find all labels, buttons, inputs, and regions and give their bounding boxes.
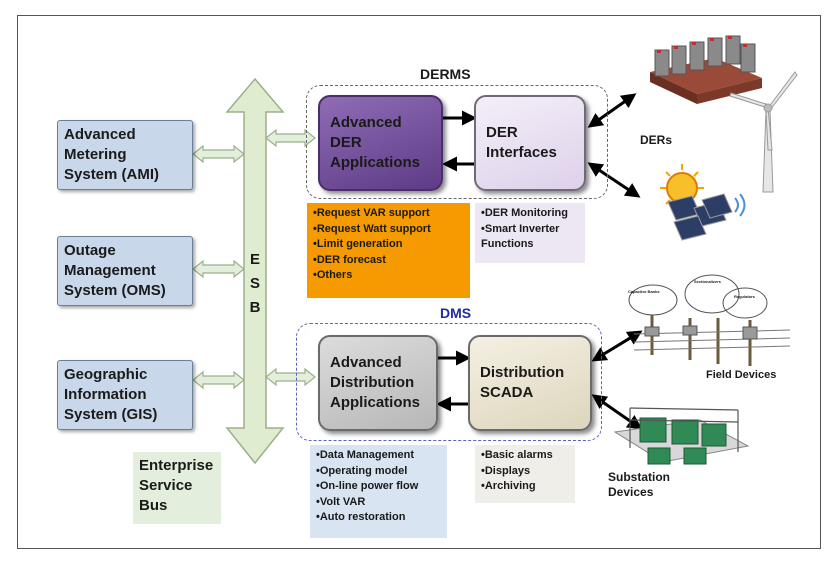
- scada-line2: SCADA: [480, 384, 534, 401]
- der-interface-function: DER Monitoring: [481, 206, 579, 222]
- esb-arrow: [225, 77, 285, 465]
- der-app-function: Request VAR support: [313, 206, 464, 222]
- der-interfaces: DER Interfaces: [474, 95, 586, 191]
- der-interface-function-list: DER Monitoring Smart Inverter Functions: [475, 203, 585, 263]
- derms-app-line2: DER: [330, 134, 362, 151]
- advanced-der-applications: Advanced DER Applications: [318, 95, 443, 191]
- ders-label: DERs: [640, 133, 673, 147]
- advanced-distribution-applications: Advanced Distribution Applications: [318, 335, 438, 431]
- scada-function: Displays: [481, 464, 569, 480]
- esb-letter-e: E: [249, 251, 260, 268]
- oms-esb-arrow: [192, 259, 245, 279]
- derms-app-line1: Advanced: [330, 114, 402, 131]
- der-app-function: DER forecast: [313, 253, 464, 269]
- wind-turbine-illustration: [729, 71, 798, 193]
- gis-label-line1: Geographic: [64, 366, 148, 383]
- sectionalizers-label: Sectionalizers: [694, 279, 721, 284]
- substation-label-line2: Devices: [608, 485, 654, 499]
- diagram-frame: [17, 15, 821, 549]
- esb-caption-line3: Bus: [139, 497, 168, 514]
- oms-system-box: Outage Management System (OMS): [57, 236, 193, 306]
- substation-devices-label: Substation Devices: [608, 470, 670, 500]
- capacitor-banks-label: Capacitor Banks: [628, 289, 660, 294]
- substation-label-line1: Substation: [608, 470, 670, 484]
- esb-letter-b: B: [249, 299, 261, 316]
- der-app-function: Others: [313, 268, 464, 284]
- gis-label-line3: System (GIS): [64, 406, 158, 423]
- battery-bank-illustration: [650, 35, 762, 104]
- dms-app-function: Auto restoration: [316, 510, 441, 526]
- scada-function: Archiving: [481, 479, 569, 495]
- der-app-function-list: Request VAR support Request Watt support…: [307, 203, 470, 298]
- scada-function-list: Basic alarms Displays Archiving: [475, 445, 575, 503]
- dms-app-function: Operating model: [316, 464, 441, 480]
- esb-letter-s: S: [249, 275, 260, 292]
- field-devices-label: Field Devices: [706, 369, 777, 381]
- dms-app-line1: Advanced: [330, 354, 402, 371]
- dms-app-function: Volt VAR: [316, 495, 441, 511]
- solar-panel-illustration: [660, 164, 746, 241]
- der-interfaces-line2: Interfaces: [486, 144, 557, 161]
- der-app-function: Request Watt support: [313, 222, 464, 238]
- esb-derms-arrow: [265, 128, 316, 148]
- ami-label-line3: System (AMI): [64, 166, 160, 183]
- dms-app-function: Data Management: [316, 448, 441, 464]
- gis-system-box: Geographic Information System (GIS): [57, 360, 193, 430]
- oms-label-line3: System (OMS): [64, 282, 166, 299]
- dms-title: DMS: [440, 305, 472, 321]
- derms-title: DERMS: [420, 66, 471, 82]
- scada-line1: Distribution: [480, 364, 565, 381]
- dms-app-function-list: Data Management Operating model On-line …: [310, 445, 447, 538]
- der-interfaces-line1: DER: [486, 124, 518, 141]
- der-interface-function: Smart Inverter: [481, 222, 579, 238]
- esb-caption-line2: Service: [139, 477, 193, 494]
- dms-group: [296, 323, 602, 441]
- dms-app-line2: Distribution: [330, 374, 415, 391]
- esb-caption-line1: Enterprise: [139, 457, 214, 474]
- ami-label-line1: Advanced: [64, 126, 136, 143]
- esb-dms-arrow: [265, 367, 316, 387]
- gis-label-line2: Information: [64, 386, 147, 403]
- der-app-function: Limit generation: [313, 237, 464, 253]
- derms-app-line3: Applications: [330, 154, 421, 171]
- scada-function: Basic alarms: [481, 448, 569, 464]
- regulators-label: Regulators: [734, 294, 755, 299]
- distribution-scada: Distribution SCADA: [468, 335, 592, 431]
- dms-app-line3: Applications: [330, 394, 421, 411]
- substation-illustration: [613, 407, 750, 465]
- esb-letters: E S B: [245, 248, 265, 320]
- derms-group: [306, 85, 608, 199]
- ami-label-line2: Metering: [64, 146, 127, 163]
- field-devices-illustration: [628, 274, 791, 366]
- oms-label-line2: Management: [64, 262, 156, 279]
- oms-label-line1: Outage: [64, 242, 116, 259]
- dms-app-function: On-line power flow: [316, 479, 441, 495]
- der-interface-function-cont: Functions: [481, 238, 534, 250]
- gis-esb-arrow: [192, 370, 245, 390]
- esb-caption: Enterprise Service Bus: [133, 452, 221, 524]
- ami-system-box: Advanced Metering System (AMI): [57, 120, 193, 190]
- ami-esb-arrow: [192, 144, 245, 164]
